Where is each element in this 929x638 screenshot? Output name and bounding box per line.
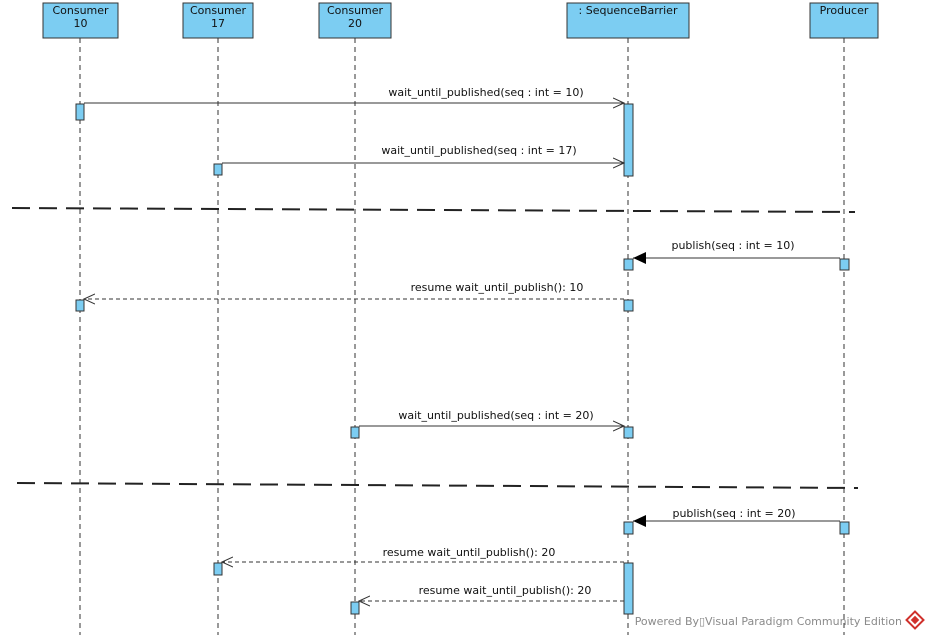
fragment-separator xyxy=(16,482,859,489)
message-resume-20-consumer17[interactable]: resume wait_until_publish(): 20 xyxy=(222,546,624,562)
message-wait-17[interactable]: wait_until_published(seq : int = 17) xyxy=(222,144,624,163)
lifeline-label-line: 20 xyxy=(348,17,362,30)
lifeline-label-line: 10 xyxy=(74,17,88,30)
message-label: wait_until_published(seq : int = 17) xyxy=(381,144,576,157)
message-publish-10[interactable]: publish(seq : int = 10) xyxy=(633,239,840,264)
activation-bar xyxy=(350,601,360,615)
activation-bar xyxy=(75,103,85,121)
activation-bar xyxy=(623,258,634,271)
lifeline-label-line: Consumer xyxy=(327,4,384,17)
message-wait-20[interactable]: wait_until_published(seq : int = 20) xyxy=(359,409,624,426)
lifeline-label-line: : SequenceBarrier xyxy=(579,4,678,17)
lifeline-consumer20[interactable]: Consumer 20 xyxy=(318,2,392,39)
message-label: publish(seq : int = 20) xyxy=(672,507,795,520)
activation-bar xyxy=(350,426,360,439)
activation-bar xyxy=(839,258,850,271)
message-label: wait_until_published(seq : int = 10) xyxy=(388,86,583,99)
fragment-separator xyxy=(11,207,856,213)
activation-bar xyxy=(623,562,634,615)
lifeline-label-line: Consumer xyxy=(190,4,247,17)
lifeline-label-line: Producer xyxy=(820,4,869,17)
activation-bar xyxy=(213,562,223,576)
lifeline-label-line: Consumer xyxy=(52,4,109,17)
message-label: resume wait_until_publish(): 20 xyxy=(419,584,592,597)
activation-bar xyxy=(623,521,634,535)
message-label: resume wait_until_publish(): 20 xyxy=(383,546,556,559)
visual-paradigm-logo-icon xyxy=(905,610,925,630)
message-label: resume wait_until_publish(): 10 xyxy=(411,281,584,294)
activation-bar xyxy=(623,299,634,312)
lifeline-label-line: 17 xyxy=(211,17,225,30)
lifeline-producer[interactable]: Producer xyxy=(809,2,879,39)
lifeline-consumer10[interactable]: Consumer 10 xyxy=(42,2,119,39)
activation-bar xyxy=(623,426,634,439)
message-label: wait_until_published(seq : int = 20) xyxy=(398,409,593,422)
lifeline-consumer17[interactable]: Consumer 17 xyxy=(182,2,254,39)
activation-bar xyxy=(213,163,223,176)
activation-bar xyxy=(839,521,850,535)
message-resume-10[interactable]: resume wait_until_publish(): 10 xyxy=(84,281,624,299)
message-label: publish(seq : int = 10) xyxy=(671,239,794,252)
footer-credit: Powered By▯Visual Paradigm Community Edi… xyxy=(635,615,902,628)
lifeline-barrier[interactable]: : SequenceBarrier xyxy=(566,2,690,39)
message-publish-20[interactable]: publish(seq : int = 20) xyxy=(633,507,840,527)
message-wait-10[interactable]: wait_until_published(seq : int = 10) xyxy=(84,86,624,103)
message-resume-20-consumer20[interactable]: resume wait_until_publish(): 20 xyxy=(359,584,624,601)
activation-bar xyxy=(75,299,85,312)
activation-bar xyxy=(623,103,634,177)
